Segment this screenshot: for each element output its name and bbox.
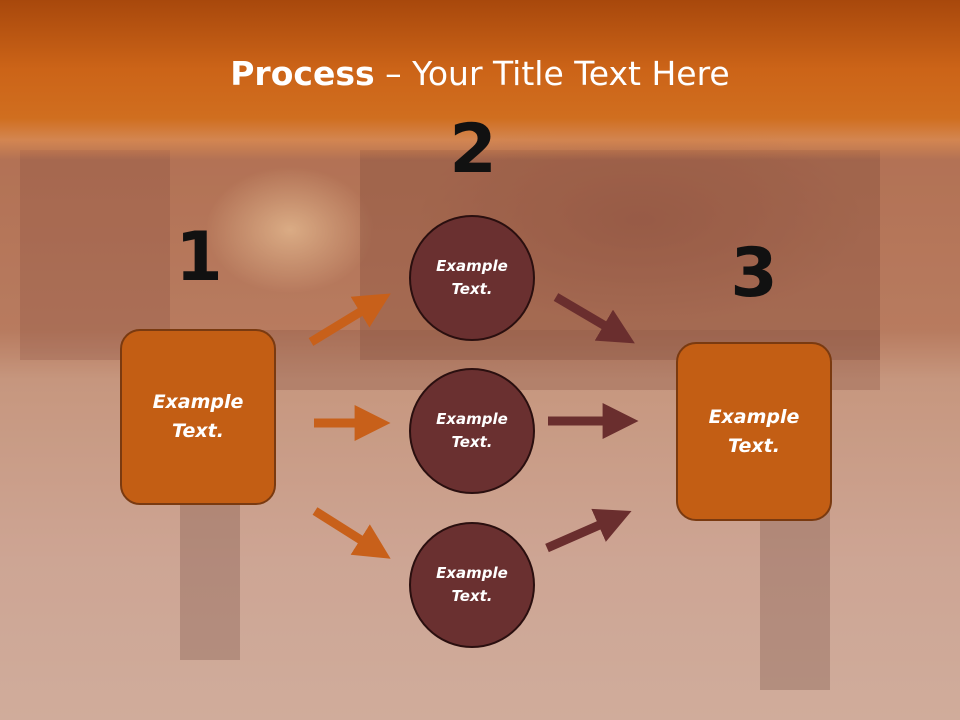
step-number-1: 1: [175, 218, 223, 297]
step-number-2: 2: [449, 110, 497, 189]
arrow-left-to-bottom: [312, 507, 391, 559]
title-bold: Process: [230, 54, 375, 93]
arrow-bottom-to-right: [545, 508, 632, 553]
title-rest: – Your Title Text Here: [374, 54, 730, 93]
step-number-3: 3: [730, 234, 778, 313]
arrow-left-to-top: [308, 293, 391, 346]
title-bar: [0, 0, 960, 160]
arrow-top-to-right: [553, 293, 635, 344]
slide-title: Process – Your Title Text Here: [0, 52, 960, 96]
